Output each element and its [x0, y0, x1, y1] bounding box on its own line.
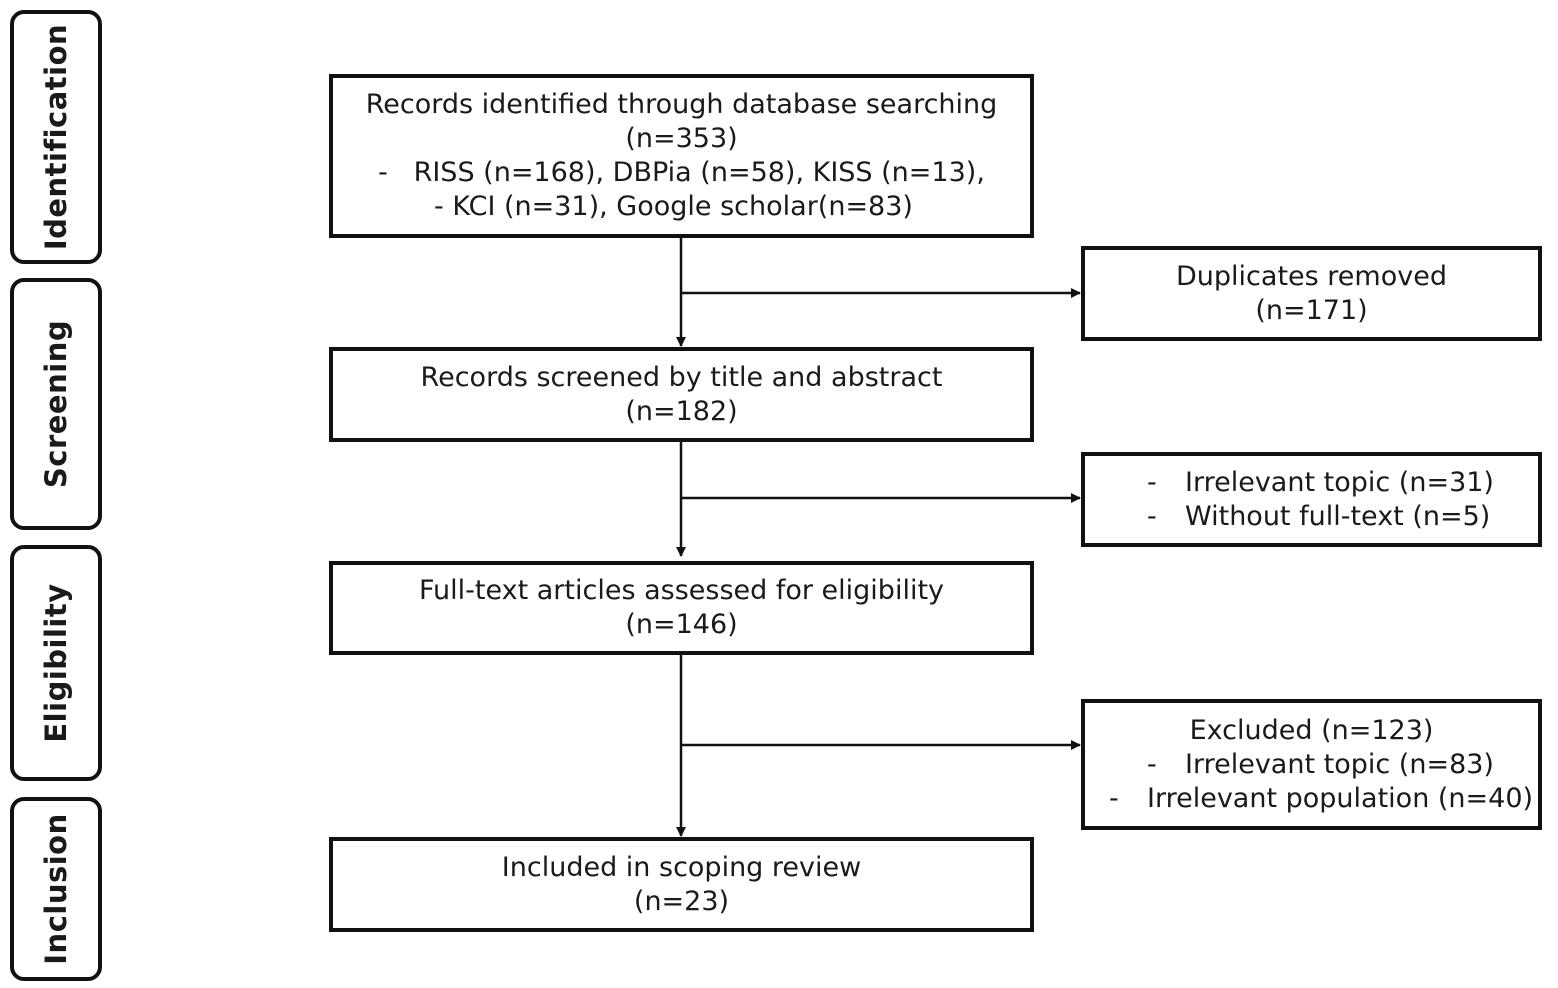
screen-excluded-item: -Without full-text (n=5): [1147, 500, 1538, 534]
eligibility-count: (n=146): [625, 609, 738, 640]
screen-excluded-item-text: Irrelevant topic (n=31): [1185, 466, 1494, 498]
eligibility-title: Full-text articles assessed for eligibil…: [418, 575, 945, 606]
identified-count: (n=353): [625, 123, 738, 154]
duplicates-title: Duplicates removed: [1176, 260, 1447, 292]
full-text-excluded-item-text: Irrelevant topic (n=83): [1185, 748, 1494, 780]
screened-count: (n=182): [625, 395, 738, 427]
included-title: Included in scoping review: [501, 851, 862, 883]
stage-inclusion: Inclusion: [10, 797, 102, 981]
included-count: (n=23): [633, 885, 730, 917]
full-text-excluded-item-text: Irrelevant population (n=40): [1147, 782, 1534, 814]
box-records-screened: Records screened by title and abstract (…: [329, 347, 1034, 442]
identified-sources-line-2: - KCI (n=31), Google scholar(n=83): [434, 191, 913, 222]
screen-excluded-item: -Irrelevant topic (n=31): [1147, 466, 1538, 500]
duplicates-count: (n=171): [1255, 294, 1368, 326]
full-text-excluded-item: -Irrelevant population (n=40): [1085, 782, 1538, 816]
bullet-dash: -: [1147, 748, 1157, 780]
box-records-identified: Records identified through database sear…: [329, 74, 1034, 238]
full-text-excluded-title: Excluded (n=123): [1189, 714, 1434, 746]
box-duplicates-removed: Duplicates removed (n=171): [1081, 246, 1542, 341]
stage-eligibility: Eligibility: [10, 545, 102, 781]
screen-excluded-item-text: Without full-text (n=5): [1185, 500, 1491, 532]
box-full-text-exclusions: Excluded (n=123) -Irrelevant topic (n=83…: [1081, 699, 1542, 830]
stage-screening: Screening: [10, 278, 102, 530]
bullet-dash: -: [1147, 500, 1157, 532]
box-screening-exclusions: -Irrelevant topic (n=31) -Without full-t…: [1081, 452, 1542, 547]
identified-title: Records identified through database sear…: [365, 89, 998, 120]
bullet-dash: -: [1109, 782, 1119, 814]
bullet-dash: -: [1147, 466, 1157, 498]
identified-sources-line-1: - RISS (n=168), DBPia (n=58), KISS (n=13…: [378, 157, 985, 188]
stage-identification: Identification: [10, 10, 102, 264]
box-full-text-assessed: Full-text articles assessed for eligibil…: [329, 561, 1034, 655]
screened-title: Records screened by title and abstract: [420, 361, 943, 393]
full-text-excluded-item: -Irrelevant topic (n=83): [1085, 748, 1538, 782]
box-included: Included in scoping review (n=23): [329, 837, 1034, 932]
